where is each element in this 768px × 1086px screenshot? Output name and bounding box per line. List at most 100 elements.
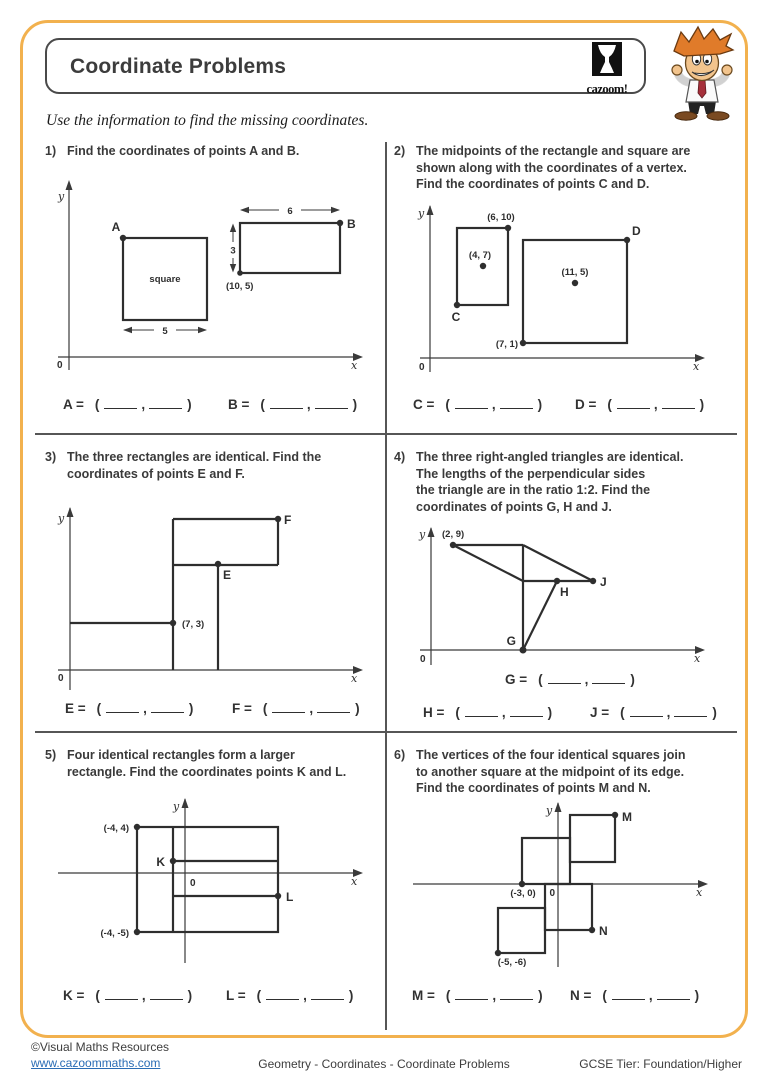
answer-m: M =(,) <box>412 988 543 1003</box>
answer-blank <box>455 988 489 1000</box>
svg-text:(2, 9): (2, 9) <box>442 529 464 540</box>
coord-dot <box>449 541 457 549</box>
svg-text:0: 0 <box>58 673 64 684</box>
dim-arrow-3: 3 <box>229 223 237 273</box>
svg-text:(-4, -5): (-4, -5) <box>101 928 130 939</box>
svg-text:(7, 3): (7, 3) <box>182 619 204 630</box>
coord-bottom-dot <box>494 949 502 957</box>
axes: y x 0 <box>57 507 363 690</box>
svg-text:y: y <box>418 528 426 541</box>
answer-blank <box>464 705 498 717</box>
dim-arrow-6: 6 <box>240 206 340 217</box>
svg-text:3: 3 <box>230 246 235 257</box>
point-d-label: D <box>632 224 641 238</box>
svg-text:y: y <box>172 800 180 813</box>
answer-a: A =(,) <box>63 397 192 412</box>
point-m-label: M <box>622 810 632 824</box>
answer-blank <box>317 701 351 713</box>
answer-blank <box>149 397 183 409</box>
point-e-dot <box>214 560 222 568</box>
point-b-label: B <box>347 217 356 231</box>
footer-tier: GCSE Tier: Foundation/Higher <box>579 1057 742 1071</box>
mascot-icon <box>671 25 735 121</box>
svg-text:(11, 5): (11, 5) <box>562 267 589 278</box>
answer-blank <box>629 705 663 717</box>
answer-blank <box>454 397 488 409</box>
row-divider-2 <box>35 731 737 733</box>
answer-blank <box>104 397 138 409</box>
problem-4-diagram: y x 0 (2, 9) J H G <box>418 527 705 665</box>
point-k-label: K <box>156 855 165 869</box>
problem-2-text: 2) The midpoints of the rectangle and sq… <box>394 144 691 191</box>
point-h-dot <box>553 577 561 585</box>
corner-dot <box>237 270 243 276</box>
cazoom-logo: cazoom! <box>578 42 636 97</box>
square-shape <box>521 238 629 345</box>
title-box: Coordinate Problems cazoom! <box>45 38 646 97</box>
answer-blank <box>674 705 708 717</box>
point-l-label: L <box>286 890 293 904</box>
answer-blank <box>150 701 184 713</box>
svg-text:y: y <box>57 512 65 525</box>
point-g-dot <box>519 646 527 654</box>
answer-blank <box>509 705 543 717</box>
answer-blank <box>616 397 650 409</box>
point-g-label: G <box>507 634 516 648</box>
svg-text:y: y <box>417 207 425 220</box>
answer-blank <box>149 988 183 1000</box>
axes: y x 0 <box>418 527 705 665</box>
footer-website-link[interactable]: www.cazoommaths.com <box>31 1056 161 1070</box>
answer-blank <box>592 672 626 684</box>
answer-blank <box>104 988 138 1000</box>
answer-blank <box>500 988 534 1000</box>
svg-text:(-5, -6): (-5, -6) <box>498 957 527 968</box>
top-left-dot <box>133 823 141 831</box>
point-f-label: F <box>284 513 291 527</box>
footer-breadcrumb: Geometry - Coordinates - Coordinate Prob… <box>258 1057 510 1071</box>
column-divider <box>385 142 387 1030</box>
svg-text:x: x <box>351 672 358 685</box>
point-a-label: A <box>112 220 121 234</box>
svg-text:x: x <box>351 359 358 372</box>
point-c-dot <box>453 301 461 309</box>
svg-text:(6, 10): (6, 10) <box>487 212 514 223</box>
square-shape <box>121 236 209 322</box>
answer-blank <box>272 701 306 713</box>
point-e-label: E <box>223 568 231 582</box>
answer-j: J =(,) <box>590 705 717 720</box>
point-k-dot <box>169 857 177 865</box>
answer-f: F =(,) <box>232 701 360 716</box>
svg-text:0: 0 <box>420 654 426 665</box>
coord-left-dot <box>518 880 526 888</box>
problem-5-text: 5) Four identical rectangles form a larg… <box>45 748 347 779</box>
answer-e: E =(,) <box>65 701 194 716</box>
point-j-dot <box>589 577 597 585</box>
page-title: Coordinate Problems <box>70 55 287 78</box>
answer-blank <box>661 397 695 409</box>
problem-3-text: 3) The three rectangles are identical. F… <box>45 450 322 481</box>
axes: y x 0 <box>57 180 363 372</box>
large-rectangle-shape <box>135 825 280 934</box>
rectangle-shape <box>238 221 342 275</box>
svg-text:(-3, 0): (-3, 0) <box>510 888 535 899</box>
svg-text:x: x <box>693 360 700 373</box>
answer-blank <box>106 701 140 713</box>
svg-text:0: 0 <box>57 360 63 371</box>
point-b-dot <box>336 219 344 227</box>
svg-text:6: 6 <box>287 206 292 217</box>
svg-text:0: 0 <box>549 888 555 899</box>
point-n-label: N <box>599 924 608 938</box>
answer-n: N =(,) <box>570 988 700 1003</box>
rect-midpoint-dot <box>479 262 487 270</box>
page-border <box>20 20 748 1038</box>
svg-text:(-4, 4): (-4, 4) <box>104 823 129 834</box>
point-j-label: J <box>600 575 607 589</box>
problem-4-text: 4) The three right-angled triangles are … <box>394 450 684 514</box>
point-c-label: C <box>452 310 461 324</box>
svg-text:x: x <box>351 875 358 888</box>
answer-c: C =(,) <box>413 397 543 412</box>
answer-blank <box>499 397 533 409</box>
answer-l: L =(,) <box>226 988 354 1003</box>
answer-k: K =(,) <box>63 988 193 1003</box>
